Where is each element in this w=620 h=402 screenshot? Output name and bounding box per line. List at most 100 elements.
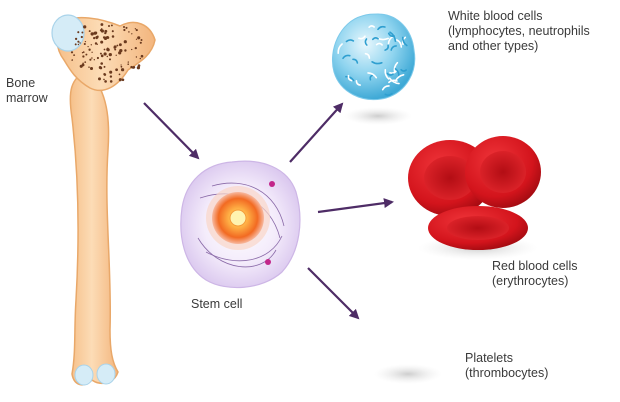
- marrow-dot: [89, 66, 94, 71]
- white-blood-cell-squiggle: [400, 68, 407, 72]
- marrow-dot: [93, 31, 97, 35]
- white-blood-cell-squiggle: [367, 72, 378, 79]
- marrow-dot: [74, 43, 77, 46]
- arrow-stem-to-white-cells: [289, 102, 344, 163]
- marrow-dot: [135, 29, 138, 32]
- marrow-dot: [135, 38, 138, 40]
- red-blood-cell: [428, 206, 528, 250]
- red-blood-cells-label-line: Red blood cells: [492, 259, 578, 273]
- platelets-label-line: Platelets: [465, 351, 513, 365]
- marrow-dot: [115, 68, 118, 72]
- white-blood-cell-shadow: [344, 107, 412, 125]
- marrow-dot: [91, 51, 93, 53]
- marrow-dot: [137, 36, 141, 40]
- marrow-dot: [81, 52, 84, 54]
- nucleolus: [229, 209, 247, 227]
- cartilage-knuckle-right: [96, 363, 116, 385]
- white-blood-cell-squiggle: [345, 75, 355, 82]
- spindle-fiber: [197, 237, 277, 268]
- marrow-dot: [89, 58, 92, 61]
- marrow-dot: [100, 54, 104, 58]
- marrow-dot: [123, 28, 126, 32]
- red-blood-cells-label-line: (erythrocytes): [492, 274, 569, 288]
- marrow-dot: [107, 24, 111, 28]
- white-blood-cell-squiggle: [371, 61, 383, 65]
- marrow-dot: [139, 41, 142, 44]
- marrow-dot: [80, 64, 83, 68]
- marrow-dot: [140, 54, 144, 58]
- marrow-dot: [104, 73, 106, 75]
- white-blood-cell-squiggle: [381, 85, 390, 91]
- marrow-dot: [131, 66, 135, 69]
- marrow-dot: [90, 44, 92, 46]
- arrow-bone-to-stem-cell: [143, 102, 200, 160]
- cartilage-knuckle-left: [74, 364, 94, 386]
- marrow-dot: [83, 42, 86, 46]
- white-blood-cell-squiggle: [352, 58, 359, 64]
- marrow-dot: [84, 61, 87, 63]
- white-blood-cell-squiggle: [401, 36, 408, 47]
- marrow-dot: [120, 64, 122, 66]
- white-blood-cell-squiggle: [389, 31, 397, 42]
- cartilage-cap: [51, 14, 85, 52]
- marrow-dot: [109, 80, 113, 83]
- marrow-dot: [83, 25, 87, 29]
- marrow-dot: [88, 66, 90, 68]
- marrow-dot: [91, 57, 93, 59]
- marrow-dot: [77, 31, 80, 34]
- marrow-dot: [118, 73, 121, 76]
- white-blood-cell-squiggle: [364, 52, 371, 59]
- white-blood-cell-squiggle: [393, 61, 399, 73]
- marrow-dot: [100, 29, 104, 33]
- marrow-dot: [121, 78, 125, 82]
- marrow-dot: [110, 24, 113, 27]
- white-blood-cell-squiggle: [384, 92, 393, 96]
- marrow-dot: [84, 40, 87, 43]
- marrow-dot: [73, 54, 76, 57]
- marrow-dot: [118, 51, 121, 54]
- stem-cell-label: Stem cell: [191, 297, 242, 312]
- marrow-dot: [88, 48, 91, 51]
- marrow-dot: [77, 40, 80, 43]
- marrow-dot: [118, 78, 122, 82]
- marrow-dot: [93, 59, 95, 61]
- marrow-dot: [103, 78, 105, 81]
- platelets-label: Platelets (thrombocytes): [465, 351, 548, 381]
- marrow-dot: [79, 42, 81, 44]
- arrow-stem-to-red-cells: [317, 198, 394, 214]
- marrow-dot: [127, 61, 129, 63]
- white-blood-cells-label: White blood cells (lymphocytes, neutroph…: [448, 9, 590, 54]
- marrow-dot: [100, 23, 104, 26]
- white-blood-cell-squiggle: [342, 54, 351, 60]
- marrow-dot: [136, 66, 141, 70]
- white-blood-cell-squiggle: [389, 69, 398, 74]
- marrow-dot: [82, 55, 85, 58]
- marrow-dot: [100, 40, 104, 44]
- white-blood-cell-squiggle: [347, 74, 353, 82]
- white-blood-cells-label-line: and other types): [448, 39, 539, 53]
- marrow-dot: [100, 62, 104, 65]
- marrow-dot: [106, 55, 109, 58]
- red-blood-cell: [465, 136, 541, 208]
- marrow-dot: [119, 48, 123, 53]
- white-blood-cell-squiggle: [377, 25, 386, 31]
- spindle-fiber: [205, 235, 283, 262]
- platelets-label-line: (thrombocytes): [465, 366, 549, 380]
- white-blood-cell-squiggle: [369, 74, 374, 81]
- bone-shaft: [69, 69, 119, 386]
- bone-illustration: [51, 14, 156, 386]
- white-blood-cells-label-line: (lymphocytes, neutrophils: [448, 24, 590, 38]
- marrow-dot: [98, 66, 102, 69]
- marrow-dot: [100, 28, 103, 30]
- bone-marrow-label-line: Bone: [6, 76, 36, 90]
- marrow-dot: [103, 48, 106, 51]
- marrow-dot: [104, 37, 107, 41]
- arrow-stem-to-platelets: [307, 267, 360, 320]
- marrow-dot: [104, 80, 107, 83]
- white-blood-cell-texture: [337, 25, 408, 96]
- white-blood-cell-illustration: [332, 13, 416, 100]
- marrow-dot: [111, 35, 115, 38]
- marrow-dot: [90, 32, 94, 36]
- marrow-dot: [70, 51, 74, 54]
